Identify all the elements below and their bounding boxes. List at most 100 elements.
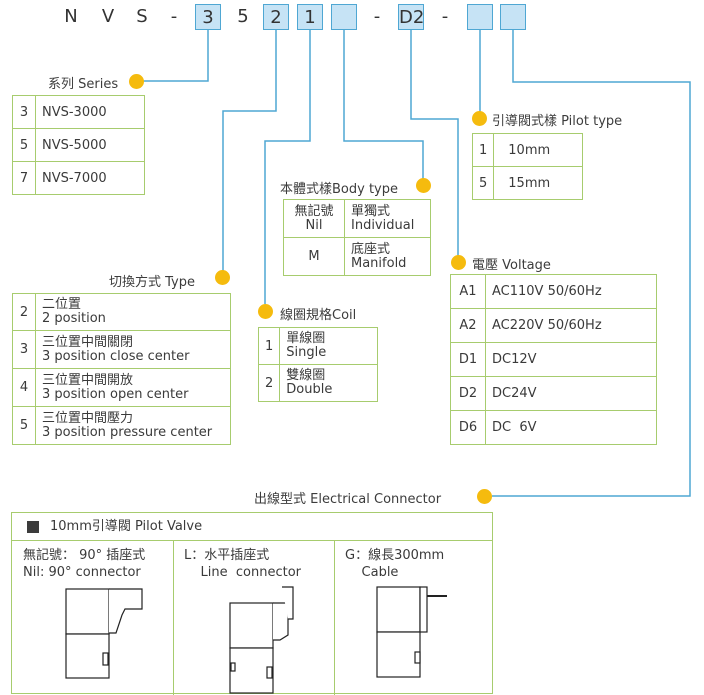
series-title: 系列 Series <box>48 77 119 92</box>
pilot-valve-panel: 10mm引導閥 Pilot Valve 無記號： 90° 插座式 Nil: 90… <box>11 512 493 695</box>
type-code: 3 <box>12 330 36 369</box>
voltage-value: DC12V <box>485 342 657 377</box>
voltage-dot-icon <box>451 255 466 270</box>
valve-90-connector-drawing <box>65 588 143 679</box>
code-box-series[interactable]: 3 <box>195 4 221 30</box>
voltage-code: A2 <box>450 308 486 343</box>
connector-option-nil: 無記號： 90° 插座式 Nil: 90° connector <box>12 541 172 695</box>
option-line2: Nil: 90° connector <box>23 565 141 580</box>
code-char-s: S <box>136 6 148 27</box>
option-line1: L：水平插座式 <box>184 548 270 563</box>
line-series <box>143 30 209 82</box>
coil-en: Double <box>286 382 333 397</box>
type-code: 2 <box>12 293 36 331</box>
code-box-pilot[interactable] <box>467 4 493 30</box>
line-body <box>343 30 424 180</box>
coil-title: 線圈規格Coil <box>280 308 357 323</box>
pilot-value: 15mm <box>493 166 583 200</box>
option-line1: 無記號： 90° 插座式 <box>23 548 146 563</box>
type-en: 3 position pressure center <box>42 424 213 440</box>
coil-zh: 單線圈 <box>286 331 326 346</box>
code-box-coil[interactable]: 1 <box>297 4 323 30</box>
line-coil <box>264 30 311 304</box>
option-line2: Cable <box>345 565 399 580</box>
voltage-value: DC24V <box>485 376 657 411</box>
line-connector <box>492 30 691 497</box>
connector-option-g: G：線長300mm Cable <box>334 541 493 695</box>
coil-code: 1 <box>257 327 281 365</box>
type-dot-icon <box>215 270 230 285</box>
voltage-code: D1 <box>450 342 486 377</box>
type-en: 3 position close center <box>42 348 190 364</box>
series-code: 3 <box>12 95 36 129</box>
pilot-code: 1 <box>471 133 495 167</box>
line-type <box>222 30 277 271</box>
pilot-dot-icon <box>472 111 487 126</box>
body-code-en: M <box>283 237 345 276</box>
type-zh: 二位置 <box>42 297 82 312</box>
series-value: NVS-5000 <box>35 128 145 162</box>
valve-cable-drawing <box>376 586 447 678</box>
code-dash: - <box>373 6 381 27</box>
body-title: 本體式樣Body type <box>280 182 398 197</box>
type-code: 5 <box>12 406 36 445</box>
body-dot-icon <box>416 178 431 193</box>
type-en: 2 position <box>42 311 106 326</box>
pilot-valve-header: 10mm引導閥 Pilot Valve <box>12 513 492 541</box>
coil-dot-icon <box>258 304 273 319</box>
code-box-voltage[interactable]: D2 <box>398 4 424 30</box>
coil-en: Single <box>286 345 327 360</box>
code-box-connector[interactable] <box>500 4 526 30</box>
code-char-v: V <box>101 6 115 27</box>
voltage-value: AC110V 50/60Hz <box>485 274 657 309</box>
coil-zh: 雙線圈 <box>286 368 326 383</box>
pilot-title: 引導閥式樣 Pilot type <box>492 114 623 129</box>
pilot-valve-title: 10mm引導閥 Pilot Valve <box>50 519 203 534</box>
valve-line-connector-drawing <box>229 586 294 694</box>
voltage-value: AC220V 50/60Hz <box>485 308 657 343</box>
body-zh: 底座式 <box>351 241 391 257</box>
series-value: NVS-3000 <box>35 95 145 129</box>
code-char-5: 5 <box>237 6 249 27</box>
code-box-type[interactable]: 2 <box>263 4 289 30</box>
body-en: Individual <box>351 217 415 233</box>
code-dash: - <box>170 6 178 27</box>
option-line2: Line connector <box>184 565 302 580</box>
option-line1: G：線長300mm <box>345 548 445 563</box>
square-bullet-icon <box>27 521 39 533</box>
pilot-code: 5 <box>471 166 495 200</box>
voltage-code: D6 <box>450 410 486 445</box>
code-dash: - <box>441 6 449 27</box>
code-box-body[interactable] <box>331 4 357 30</box>
type-code: 4 <box>12 368 36 407</box>
voltage-code: D2 <box>450 376 486 411</box>
body-zh: 單獨式 <box>351 203 391 219</box>
series-code: 5 <box>12 128 36 162</box>
series-code: 7 <box>12 161 36 195</box>
series-dot-icon <box>129 74 144 89</box>
body-en: Manifold <box>351 255 407 271</box>
connector-title: 出線型式 Electrical Connector <box>254 492 442 507</box>
